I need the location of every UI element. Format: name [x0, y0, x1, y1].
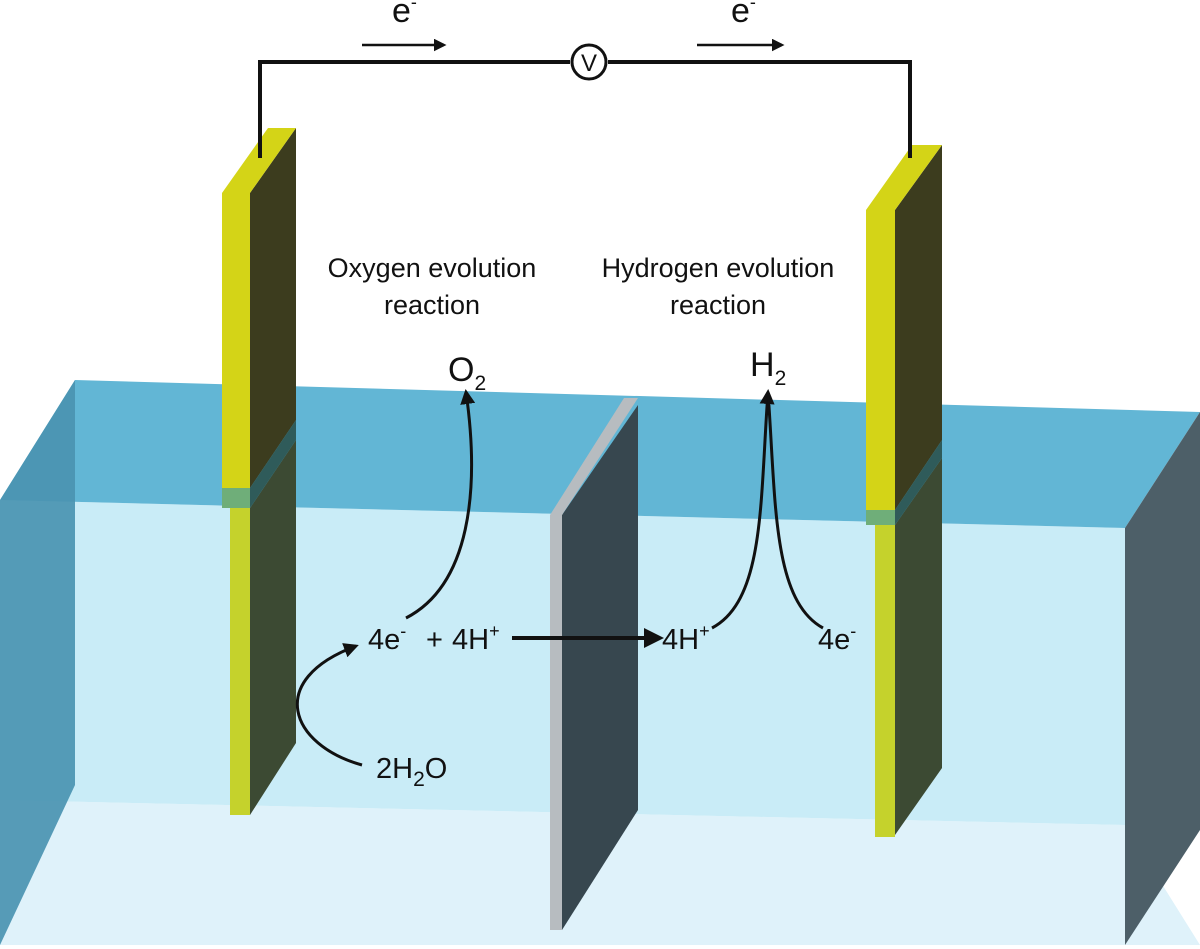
anode-face-waterline — [250, 420, 296, 508]
anode-edge-above — [222, 193, 250, 488]
plus-sign: + — [426, 624, 443, 656]
cathode-edge-above — [866, 210, 895, 510]
oer-label-line1: Oxygen evolution — [328, 253, 537, 283]
tank-left-side — [0, 380, 75, 945]
anode-electrons-label: 4e- — [368, 621, 406, 656]
wire-right — [608, 60, 912, 158]
hydrogen-proton-arrow — [711, 389, 775, 630]
water-oxidation-arrow — [295, 643, 363, 767]
oxygen-product: O2 — [448, 351, 486, 395]
oer-label-line2: reaction — [384, 290, 480, 320]
wire-left — [258, 60, 570, 158]
anode-protons-label: 4H+ — [452, 621, 500, 656]
cathode-edge-waterline — [866, 510, 895, 525]
cathode-top-edge — [866, 145, 942, 210]
membrane-top-edge — [550, 398, 638, 515]
cathode-face-submerged — [895, 458, 942, 835]
membrane-separator — [550, 398, 638, 930]
external-circuit: V e- e- — [258, 0, 912, 158]
tank-bottom — [0, 800, 1200, 945]
anode-electrode — [222, 128, 296, 815]
cathode-protons-label: 4H+ — [662, 621, 710, 656]
cathode-electrode — [866, 145, 942, 837]
voltmeter-symbol — [570, 43, 608, 81]
anode-edge-waterline — [222, 488, 250, 508]
hydrogen-electron-arrow — [766, 391, 824, 630]
cathode-face-above — [895, 145, 942, 510]
cathode-face-waterline — [895, 440, 942, 525]
voltmeter-label: V — [581, 50, 597, 77]
water-label: 2H2O — [376, 753, 447, 791]
hydrogen-product: H2 — [750, 346, 786, 390]
her-label-line1: Hydrogen evolution — [602, 253, 835, 283]
anode-edge-submerged — [230, 508, 250, 815]
anode-face-above — [250, 128, 296, 488]
anode-top-edge — [222, 128, 296, 193]
membrane-edge — [550, 515, 562, 930]
membrane-face — [562, 405, 638, 930]
electron-label-right: e- — [731, 0, 756, 30]
electron-label-left: e- — [392, 0, 417, 30]
cathode-edge-submerged — [875, 525, 895, 837]
cathode-electrons-label: 4e- — [818, 621, 856, 656]
anode-face-submerged — [250, 440, 296, 815]
tank-right-side — [1125, 412, 1200, 945]
oxygen-release-arrow — [405, 389, 476, 620]
her-label-line2: reaction — [670, 290, 766, 320]
